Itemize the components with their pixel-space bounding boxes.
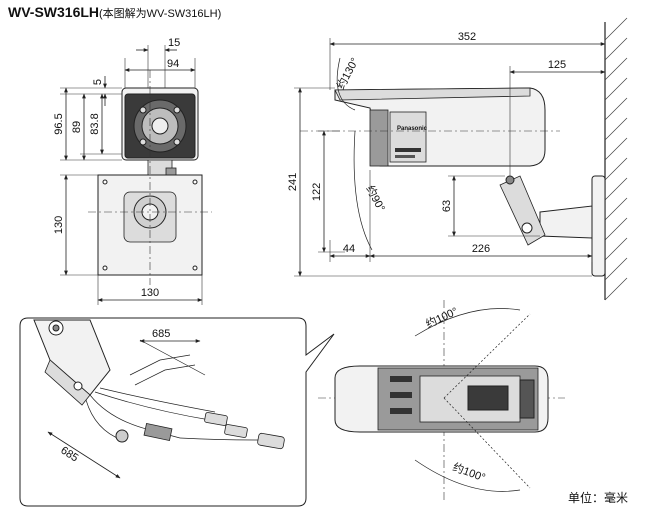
pan-arc-top (414, 308, 521, 337)
tilt-arc-top (336, 57, 356, 111)
dim-89: 89 (71, 121, 83, 133)
dim-94: 94 (167, 58, 179, 70)
drawing-title: WV-SW316LH(本图解为WV-SW316LH) (8, 4, 221, 22)
dim-125: 125 (548, 59, 566, 71)
side-arm (539, 205, 593, 239)
cable-detail: 685 685 (19, 317, 335, 507)
dim-130-width: 130 (141, 287, 159, 299)
model-number: WV-SW316LH (8, 4, 100, 20)
pan-arc-bottom (414, 459, 521, 492)
dim-5: 5 (92, 79, 104, 85)
dim-352: 352 (458, 31, 476, 43)
dim-685-top: 685 (152, 328, 170, 340)
tilt-arc-bottom (353, 130, 373, 251)
dim-83-8: 83.8 (89, 113, 101, 134)
dim-685-bottom: 685 (58, 444, 80, 464)
dim-122: 122 (311, 183, 323, 201)
dim-96-5: 96.5 (53, 113, 65, 134)
pan-angle-top: 约100° (424, 305, 460, 331)
tilt-angle-top: 约130° (334, 55, 361, 91)
dim-44: 44 (343, 243, 355, 255)
pan-angle-bottom: 约100° (451, 461, 487, 485)
dim-241: 241 (287, 173, 299, 191)
top-view: 约100° 约100° (318, 300, 565, 500)
front-lens (151, 117, 169, 135)
dim-15: 15 (168, 37, 180, 49)
brand-label: Panasonic (397, 126, 428, 132)
dim-130-height: 130 (53, 216, 65, 234)
side-joint (499, 175, 546, 246)
detail-callout-frame (19, 317, 335, 507)
tilt-angle-bottom: 约90° (363, 183, 387, 214)
dim-226: 226 (472, 243, 490, 255)
side-view: Panasonic 352 125 约130° 约90° 241 122 63 (287, 17, 628, 301)
dim-63: 63 (441, 200, 453, 212)
model-note: (本图解为WV-SW316LH) (99, 8, 222, 20)
unit-label: 单位：毫米 (568, 491, 629, 505)
front-view: 15 94 5 96.5 89 83.8 130 130 (53, 37, 212, 305)
wall-hatch (604, 17, 628, 301)
